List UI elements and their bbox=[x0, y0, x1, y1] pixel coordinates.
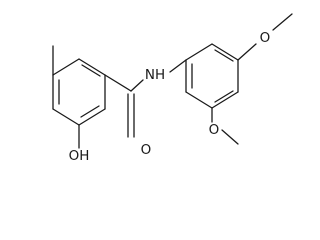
salicyl-ring bbox=[52, 58, 106, 126]
ring-bond bbox=[185, 91, 213, 109]
amide-n-bond bbox=[130, 79, 144, 92]
chemical-structure: OH O NH O O bbox=[52, 13, 293, 164]
methoxy-top-methyl-bond bbox=[272, 13, 293, 31]
ring-bond bbox=[78, 58, 106, 76]
amide-aryl-bond bbox=[169, 59, 187, 73]
ring-double-bond bbox=[81, 64, 101, 77]
ring-bond bbox=[211, 43, 239, 61]
ring-double-bond bbox=[214, 49, 234, 62]
ring-double-bond bbox=[214, 90, 234, 103]
methoxy-bottom-oxygen-label: O bbox=[209, 122, 220, 138]
ring-bond bbox=[211, 91, 239, 109]
hydroxyl-label: OH bbox=[69, 148, 90, 164]
carbonyl-oxygen-label: O bbox=[141, 142, 152, 158]
methoxy-top-bond bbox=[237, 43, 257, 61]
ring-bond bbox=[78, 108, 106, 126]
methoxy-top-oxygen-label: O bbox=[260, 30, 271, 46]
ring-double-bond bbox=[80, 105, 100, 118]
methoxy-bottom-methyl-bond bbox=[221, 129, 239, 145]
ring-bond bbox=[52, 108, 80, 126]
ring-bond bbox=[185, 43, 213, 61]
dimethoxyphenyl-ring bbox=[185, 43, 239, 109]
amide-nh-label: NH bbox=[145, 67, 165, 83]
ring-bond bbox=[52, 58, 80, 76]
carbonyl-carbon-bond bbox=[104, 74, 132, 92]
